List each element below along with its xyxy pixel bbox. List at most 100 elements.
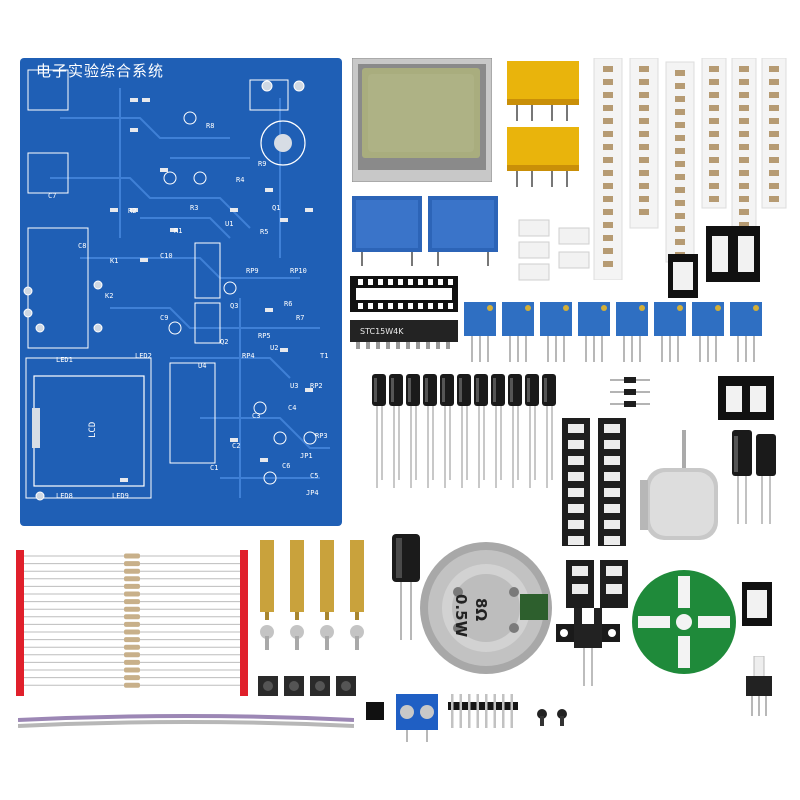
brass-standoff [350,540,364,612]
smd-part [603,131,613,137]
brass-standoff [320,540,334,612]
chip-pin [356,342,360,349]
socket-hole [448,303,453,309]
socket-hole [418,303,423,309]
trimpot-screw [677,305,683,311]
large-capacitor [392,534,420,642]
capacitor-stripe [391,378,394,402]
socket-hole [358,279,363,285]
tube-chip [568,424,584,433]
resistor-body [124,599,140,605]
smd-part [709,183,719,189]
tape-edge-left [16,550,24,696]
socket-hole [398,279,403,285]
dip-socket-20pin [350,276,458,312]
relay-1 [507,61,579,123]
header-pin [502,694,505,728]
smd-part [675,70,685,76]
smd-part [675,83,685,89]
encoder-disc [632,570,736,674]
capacitor-stripe [476,378,479,402]
board-silk-label: C9 [160,314,168,322]
header-pin [451,694,454,728]
small-jumper [366,702,384,720]
smd-part [739,222,749,228]
resistor-body [124,591,140,597]
smd-part [603,144,613,150]
board-silk-label: JP4 [306,489,319,497]
smd-part [769,79,779,85]
board-silk-label: C6 [282,462,290,470]
chip-pin [426,342,430,349]
smd-part [603,92,613,98]
signal-relay-2 [428,196,498,266]
board-silk-label: U2 [270,344,278,352]
board-silk-label: K2 [105,292,113,300]
board-silk-label: C7 [48,192,56,200]
capacitor-stripe [527,378,530,402]
connectors [515,218,595,288]
socket-hole [358,303,363,309]
board-silk-label: R4 [236,176,244,184]
smd-part [769,92,779,98]
socket-hole [408,303,413,309]
screw-shaft [265,636,269,650]
trimpot-screw [487,305,493,311]
smd-part [769,157,779,163]
header-pin [493,694,496,728]
board-silk-label: C1 [210,464,218,472]
smd-part [769,105,779,111]
smd-part [639,196,649,202]
smd-part [639,118,649,124]
lcd-label: LCD [88,422,98,438]
chip-pin [436,342,440,349]
standoff-thread [265,612,269,620]
smd-part [603,248,613,254]
board-silk-label: RP5 [258,332,271,340]
speaker: 8Ω 0.5W [418,540,554,676]
socket-hole [378,279,383,285]
resistor-tape [16,550,248,696]
resistor-body [124,583,140,589]
dip-socket-1 [668,254,698,298]
tube-chip [604,488,620,497]
board-silk-label: R2 [128,207,136,215]
smd-part [769,170,779,176]
board-silk-label: U4 [198,362,206,370]
board-title: 电子实验综合系统 [36,62,164,80]
socket-hole [448,279,453,285]
ribbon-cable [18,712,354,736]
smd-part [603,183,613,189]
trimpot-row [462,298,772,368]
dc-motor [640,430,724,548]
socket-hole [428,279,433,285]
resistor-body [124,652,140,658]
board-silk-label: R9 [258,160,266,168]
smd-part [675,239,685,245]
trimpot-screw [601,305,607,311]
chip-pin [386,342,390,349]
smd-part [603,79,613,85]
trimpot-screw [753,305,759,311]
capacitor-stripe [374,378,377,402]
lcd-module [352,58,492,182]
resistor-body [124,606,140,612]
capacitor-stripe [408,378,411,402]
smd-part [639,131,649,137]
smd-part [639,157,649,163]
smd-part [639,79,649,85]
socket-hole [418,279,423,285]
socket-hole [378,303,383,309]
board-silk-label: JP1 [300,452,313,460]
smd-part [603,157,613,163]
resistor-body [124,667,140,673]
resistor-body [124,553,140,559]
screw-shaft [355,636,359,650]
smd-part [675,226,685,232]
smd-part [739,118,749,124]
socket-hole [368,279,373,285]
resistor-body [124,682,140,688]
resistor-body [124,659,140,665]
resistor-body [124,561,140,567]
